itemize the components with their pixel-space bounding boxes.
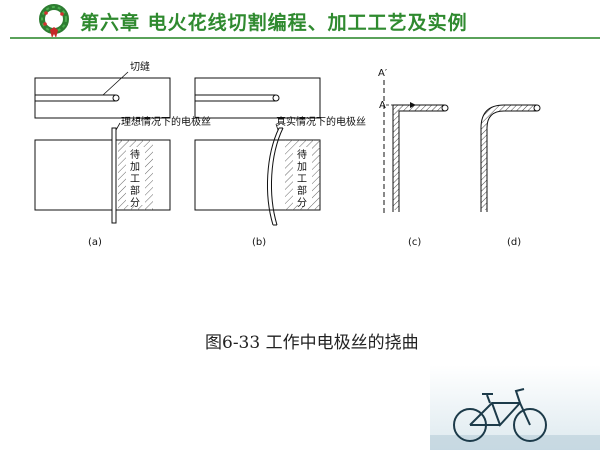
panel-b: 待 加 工 部 分 真实情况下的电极丝 (b) [194, 77, 366, 248]
svg-text:工: 工 [297, 174, 307, 185]
unprocessed-label: 待 加 工 部 分 [130, 148, 140, 209]
svg-text:待: 待 [297, 148, 307, 161]
svg-text:分: 分 [297, 197, 307, 209]
svg-text:分: 分 [130, 197, 140, 209]
slide-title: 第六章 电火花线切割编程、加工工艺及实例 [80, 12, 468, 34]
panel-d: (d) [480, 104, 541, 248]
title-divider [10, 37, 600, 39]
kerf-slot [34, 94, 116, 102]
svg-text:部: 部 [130, 184, 140, 197]
panel-b-label: (b) [252, 237, 266, 248]
christmas-wreath-icon [39, 4, 69, 38]
bicycle-icon [430, 365, 600, 450]
svg-text:部: 部 [297, 184, 307, 197]
kerf-label: 切缝 [130, 60, 150, 73]
panel-a: 切缝 待 加 工 部 分 理想情况下的电极丝 (a) [34, 60, 211, 248]
slide-header: 第六章 电火花线切割编程、加工工艺及实例 [0, 0, 600, 40]
unprocessed-label-b: 待 加 工 部 分 [297, 148, 307, 209]
panel-c-label: (c) [408, 237, 421, 248]
kerf-leader [102, 71, 129, 96]
svg-text:加: 加 [297, 161, 307, 173]
svg-text:工: 工 [130, 174, 140, 185]
panel-d-label: (d) [507, 237, 521, 248]
ideal-wire-label: 理想情况下的电极丝 [121, 115, 211, 128]
arrow-label: A [379, 100, 386, 111]
svg-text:加: 加 [130, 161, 140, 173]
svg-text:待: 待 [130, 148, 140, 161]
section-label: A′ [378, 68, 388, 79]
actual-wire-label: 真实情况下的电极丝 [276, 115, 366, 128]
ideal-wire-leader [115, 122, 121, 131]
figure-caption: 图6-33 工作中电极丝的挠曲 [205, 333, 419, 353]
panel-a-label: (a) [88, 237, 102, 248]
actual-wire-leader [275, 123, 279, 131]
wire-deflection-diagram: 切缝 待 加 工 部 分 理想情况下的电极丝 (a) 待 加 工 部 分 [34, 60, 541, 248]
panel-c: A′ A (c) [378, 68, 449, 248]
ideal-electrode-wire [111, 127, 117, 224]
